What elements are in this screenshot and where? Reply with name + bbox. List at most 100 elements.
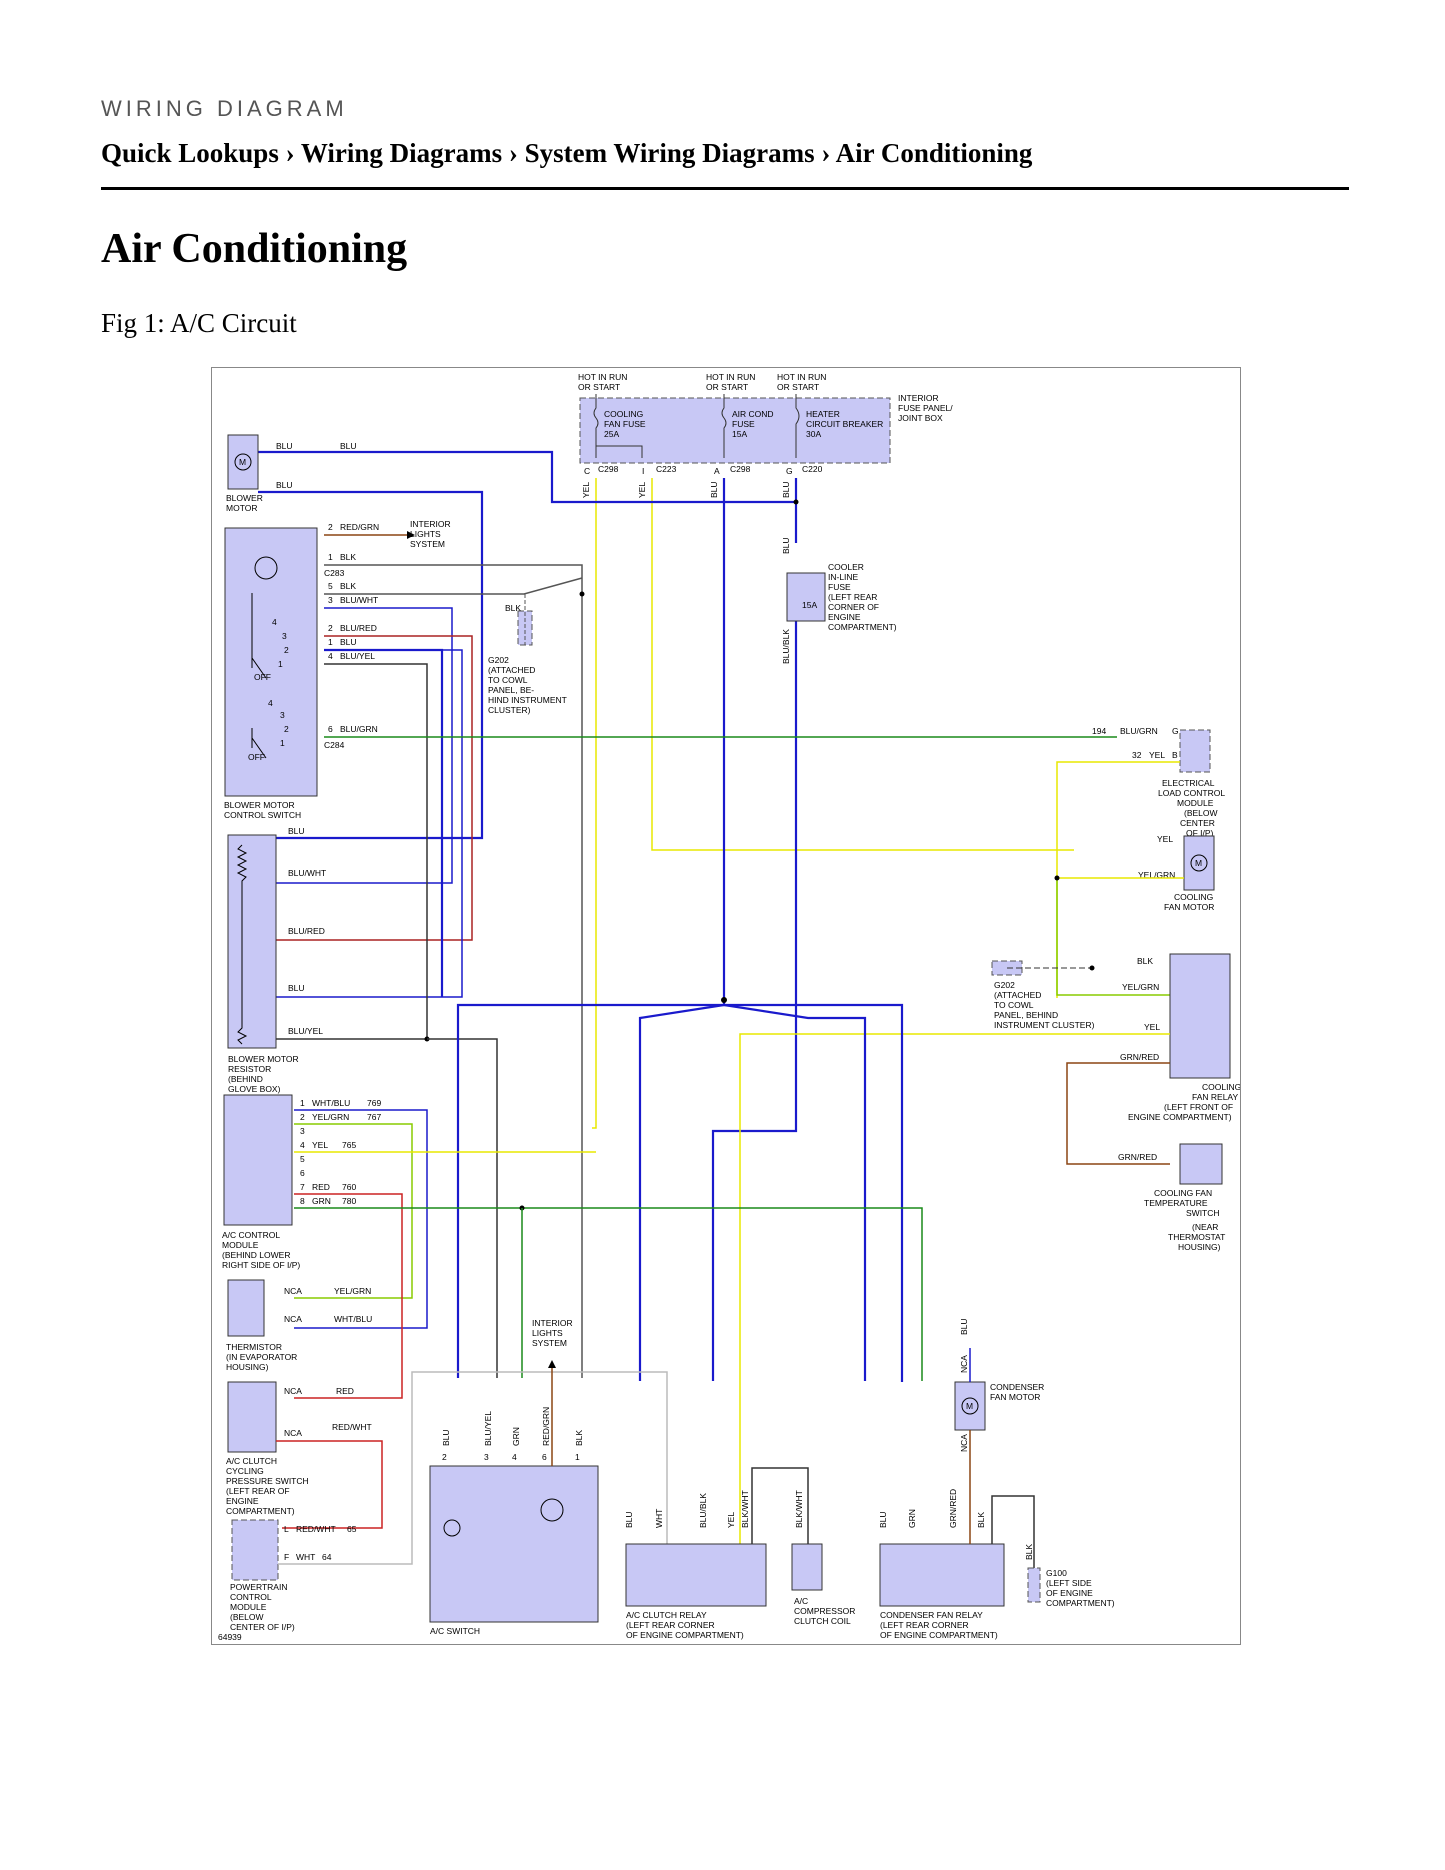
fan-motor-yel: YEL <box>1157 834 1173 844</box>
g100-ground: BLK G100 (LEFT SIDE OF ENGINE COMPARTMEN… <box>1024 1544 1115 1608</box>
blower-motor-label-a: BLOWER <box>226 493 263 503</box>
cycling-c: PRESSURE SWITCH <box>226 1476 309 1486</box>
relay-grn-red: GRN/RED <box>1120 1052 1159 1062</box>
resistor-a: BLOWER MOTOR <box>228 1054 299 1064</box>
header-divider <box>101 187 1349 190</box>
elcm-c: MODULE <box>1177 798 1214 808</box>
condenser-motor-b: FAN MOTOR <box>990 1392 1040 1402</box>
fuse-box-label-a: INTERIOR <box>898 393 939 403</box>
elcm-a: ELECTRICAL <box>1162 778 1215 788</box>
g202-top-d: PANEL, BE- <box>488 685 534 695</box>
cooling-fan-relay-d: ENGINE COMPARTMENT) <box>1128 1112 1232 1122</box>
wire-blu-g: BLU <box>781 481 791 498</box>
electrical-load-control-module: 194 BLU/GRN G 32 YEL B ELECTRICAL LOAD C… <box>1092 726 1225 838</box>
hot-label-1a: HOT IN RUN <box>578 372 627 382</box>
sw-pos1b: 1 <box>280 738 285 748</box>
cycling-e: ENGINE <box>226 1496 259 1506</box>
page-title: Air Conditioning <box>101 226 408 272</box>
cfr-grn: GRN <box>907 1509 917 1528</box>
fan-temp-switch-f: HOUSING) <box>1178 1242 1221 1252</box>
fan-temp-switch-c: SWITCH <box>1186 1208 1220 1218</box>
fan-motor-yel-grn: YEL/GRN <box>1138 870 1175 880</box>
acs-wire-blk: BLK <box>574 1430 584 1446</box>
fuse2-a: AIR COND <box>732 409 774 419</box>
acm-765: 765 <box>342 1140 356 1150</box>
cond-nca-2: NCA <box>959 1434 969 1452</box>
figure-id: 64939 <box>218 1632 242 1642</box>
fan-temp-switch-b: TEMPERATURE <box>1144 1198 1208 1208</box>
condenser-motor-a: CONDENSER <box>990 1382 1044 1392</box>
elcm-f: OF I/P) <box>1186 828 1214 838</box>
cooler-fuse-f: ENGINE <box>828 612 861 622</box>
therm-nca-2: NCA <box>284 1314 302 1324</box>
wiring-diagram: .comp { fill:#c8c8f5; stroke:#333; strok… <box>218 372 1241 1642</box>
powertrain-control-module: L RED/WHT 65 F WHT 64 POWERTRAIN CONTROL… <box>218 1519 357 1642</box>
g100-blk: BLK <box>1024 1544 1034 1560</box>
wire-blu-g2: BLU <box>781 537 791 554</box>
breadcrumb[interactable]: Quick Lookups › Wiring Diagrams › System… <box>101 138 1033 168</box>
pcm-65: 65 <box>347 1524 357 1534</box>
acr-blu: BLU <box>624 1511 634 1528</box>
compressor-a: A/C <box>794 1596 808 1606</box>
fuse1-b: FAN FUSE <box>604 419 646 429</box>
g202-top-a: G202 <box>488 655 509 665</box>
cooling-fan-relay-c: (LEFT FRONT OF <box>1164 1102 1233 1112</box>
wire-blu-top2: BLU <box>340 441 357 451</box>
sw-pos2b: 2 <box>284 724 289 734</box>
sw-pin4: 4 <box>328 651 333 661</box>
res-blu-yel: BLU/YEL <box>288 1026 323 1036</box>
cycling-b: CYCLING <box>226 1466 264 1476</box>
relay-yel-grn: YEL/GRN <box>1122 982 1159 992</box>
acm-pin1: 1 <box>300 1098 305 1108</box>
elcm-e: CENTER <box>1180 818 1215 828</box>
cfr-blk: BLK <box>976 1512 986 1528</box>
wire-blu-blk: BLU/BLK <box>781 629 791 664</box>
elcm-circuit-194: 194 <box>1092 726 1106 736</box>
thermistor: NCA YEL/GRN NCA WHT/BLU THERMISTOR (IN E… <box>226 1279 372 1372</box>
conn-c223: C223 <box>656 464 677 474</box>
wire-blu-red-1: BLU/RED <box>340 623 377 633</box>
hot-label-3b: OR START <box>777 382 819 392</box>
acm-pin4: 4 <box>300 1140 305 1150</box>
therm-wht-blu: WHT/BLU <box>334 1314 372 1324</box>
acm-pin2: 2 <box>300 1112 305 1122</box>
wire-yel-1: YEL <box>581 482 591 498</box>
acm-pin3: 3 <box>300 1126 305 1136</box>
hot-label-3a: HOT IN RUN <box>777 372 826 382</box>
sw-pin1: 1 <box>328 552 333 562</box>
hot-label-2b: OR START <box>706 382 748 392</box>
condenser-relay-b: (LEFT REAR CORNER <box>880 1620 969 1630</box>
wire-blu-1: BLU <box>340 637 357 647</box>
ac-module-b: MODULE <box>222 1240 259 1250</box>
cond-nca-1: NCA <box>959 1355 969 1373</box>
fan-motor-m-icon: M <box>1195 858 1202 868</box>
cycling-f: COMPARTMENT) <box>226 1506 295 1516</box>
wire-blu-wht-1: BLU/WHT <box>340 595 378 605</box>
pcm-e: CENTER OF I/P) <box>230 1622 295 1632</box>
g202-right-e: INSTRUMENT CLUSTER) <box>994 1020 1095 1030</box>
compressor-c: CLUTCH COIL <box>794 1616 851 1626</box>
g202-top-f: CLUSTER) <box>488 705 531 715</box>
g202-ground-right: G202 (ATTACHED TO COWL PANEL, BEHIND INS… <box>991 960 1095 1030</box>
cycling-d: (LEFT REAR OF <box>226 1486 290 1496</box>
blower-switch-label-a: BLOWER MOTOR <box>224 800 295 810</box>
acs-wire-grn: GRN <box>511 1427 521 1446</box>
wire-blu-top3: BLU <box>276 480 293 490</box>
g100-c: OF ENGINE <box>1046 1588 1093 1598</box>
ac-clutch-cycling-switch: NCA RED NCA RED/WHT A/C CLUTCH CYCLING P… <box>226 1381 372 1516</box>
blower-motor-resistor: BLU BLU/WHT BLU/RED BLU BLU/YEL BLOWER M… <box>227 826 326 1094</box>
resistor-d: GLOVE BOX) <box>228 1084 281 1094</box>
hot-label-2a: HOT IN RUN <box>706 372 755 382</box>
cond-blu: BLU <box>959 1318 969 1335</box>
interior-lights-a: INTERIOR <box>410 519 451 529</box>
elcm-wire-yel: YEL <box>1149 750 1165 760</box>
interior-lights-b: LIGHTS <box>410 529 441 539</box>
motor-m-icon: M <box>239 457 246 467</box>
fuse2-c: 15A <box>732 429 747 439</box>
sw-pos3a: 3 <box>282 631 287 641</box>
cyc-red: RED <box>336 1386 354 1396</box>
condenser-relay-c: OF ENGINE COMPARTMENT) <box>880 1630 998 1640</box>
condenser-fan-motor: M BLU NCA NCA CONDENSER FAN MOTOR <box>954 1318 1044 1452</box>
g100-d: COMPARTMENT) <box>1046 1598 1115 1608</box>
cooling-fan-temp-switch: GRN/RED COOLING FAN TEMPERATURE SWITCH (… <box>1118 1143 1225 1252</box>
